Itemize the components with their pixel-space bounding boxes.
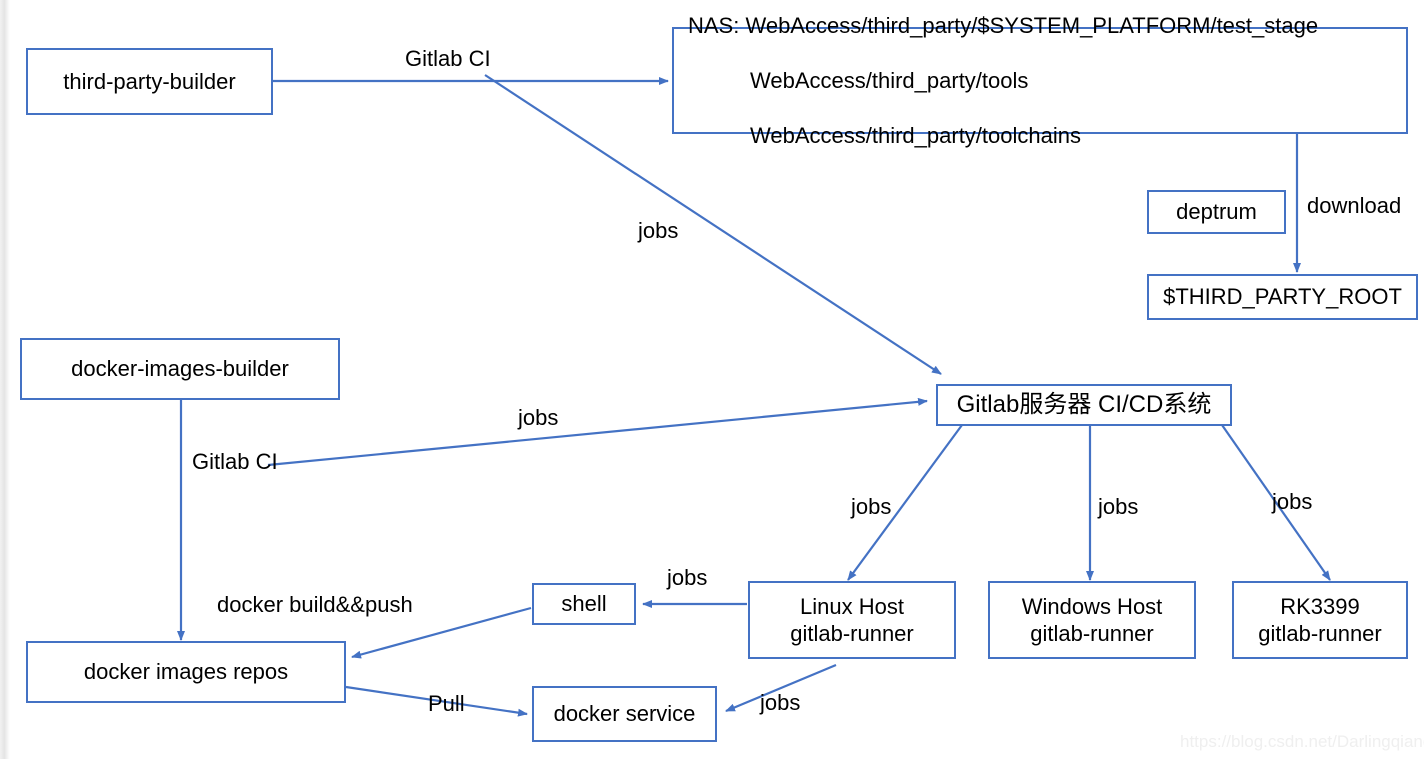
node-shell[interactable]: shell [532, 583, 636, 625]
nas-path-line-1: NAS: WebAccess/third_party/$SYSTEM_PLATF… [688, 12, 1319, 38]
edge-label-jobs-docker-service: jobs [760, 690, 801, 715]
node-rk3399-host[interactable]: RK3399 gitlab-runner [1232, 581, 1408, 659]
node-docker-service[interactable]: docker service [532, 686, 717, 742]
node-third-party-builder[interactable]: third-party-builder [26, 48, 273, 115]
edge-label-docker-build-push: docker build&&push [217, 592, 413, 617]
slide-left-edge-strip [0, 0, 10, 759]
edge-label-pull: Pull [428, 691, 465, 716]
node-linux-host[interactable]: Linux Host gitlab-runner [748, 581, 956, 659]
node-deptrum[interactable]: deptrum [1147, 190, 1286, 234]
nas-path-line-3: WebAccess/third_party/toolchains [750, 122, 1081, 148]
edge-label-jobs-rk3399: jobs [1272, 489, 1313, 514]
node-gitlab-server[interactable]: Gitlab服务器 CI/CD系统 [936, 384, 1232, 426]
watermark-blog-url: https://blog.csdn.net/Darlingqiang [1180, 732, 1424, 751]
node-windows-host[interactable]: Windows Host gitlab-runner [988, 581, 1196, 659]
node-docker-images-builder[interactable]: docker-images-builder [20, 338, 340, 400]
edge-label-jobs-shell: jobs [667, 565, 708, 590]
edge-label-download: download [1307, 193, 1402, 218]
edge-label-jobs-linux: jobs [851, 494, 892, 519]
node-docker-images-repos[interactable]: docker images repos [26, 641, 346, 703]
wire-dib-to-gitlab-server [267, 397, 928, 467]
edge-label-gitlab-ci-builder: Gitlab CI [192, 449, 278, 474]
nas-path-line-2: WebAccess/third_party/tools [750, 67, 1029, 93]
node-nas[interactable]: NAS: WebAccess/third_party/$SYSTEM_PLATF… [672, 13, 1408, 148]
edge-label-jobs-windows: jobs [1098, 494, 1139, 519]
node-third-party-root[interactable]: $THIRD_PARTY_ROOT [1147, 274, 1418, 320]
edge-label-gitlab-ci-top: Gitlab CI [405, 46, 491, 71]
edge-label-jobs-builder-to-gitlab: jobs [518, 405, 559, 430]
edge-label-jobs-top: jobs [638, 218, 679, 243]
